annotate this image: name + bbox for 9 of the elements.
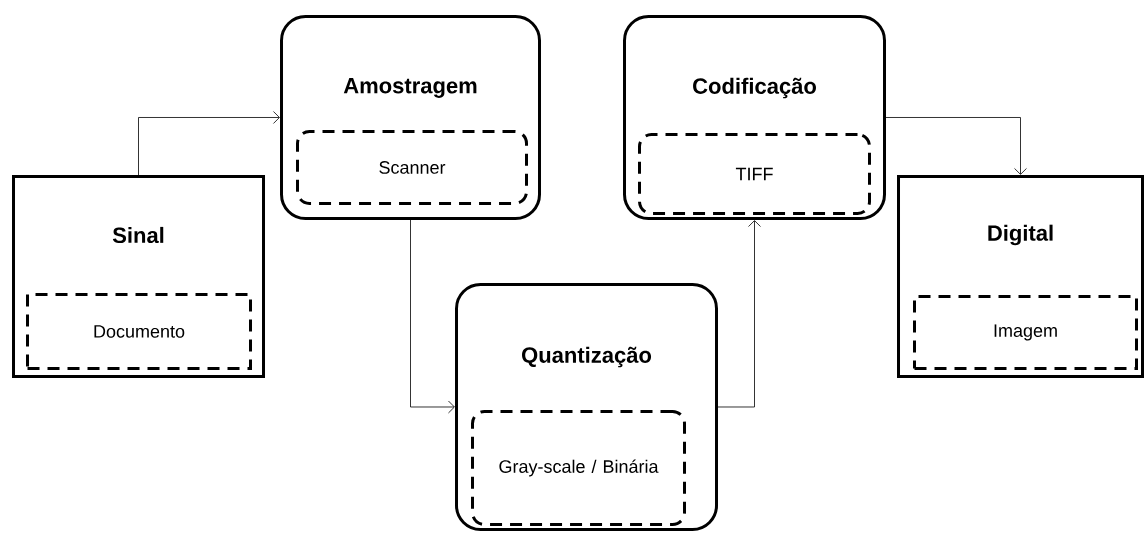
inner-box: Gray-scale / Binária bbox=[471, 410, 686, 526]
inner-box: Imagem bbox=[913, 295, 1138, 370]
arrow bbox=[717, 220, 761, 408]
inner-box: Scanner bbox=[296, 130, 528, 205]
inner-box: TIFF bbox=[638, 133, 871, 215]
arrow bbox=[410, 219, 455, 414]
inner-box: Documento bbox=[26, 293, 252, 370]
arrow bbox=[138, 111, 280, 176]
arrow bbox=[885, 117, 1027, 175]
